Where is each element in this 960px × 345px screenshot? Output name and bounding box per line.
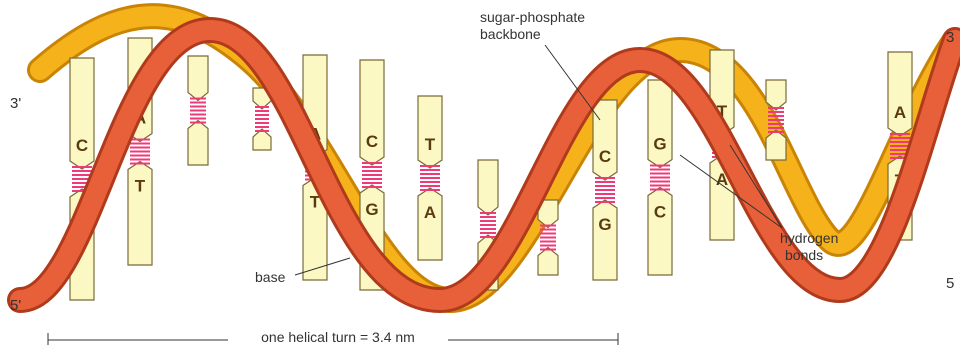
base-top: [593, 100, 617, 180]
base-top: [648, 80, 672, 168]
base-letter-bottom: T: [135, 177, 146, 196]
base-pair: [188, 56, 208, 165]
base-pair: GC: [648, 80, 672, 275]
base-letter-bottom: C: [654, 203, 666, 222]
base-top: [418, 96, 442, 168]
base-letter-top: C: [76, 136, 88, 155]
label-backbone: backbone: [480, 26, 541, 42]
base-letter-bottom: G: [365, 200, 378, 219]
base-pair: [538, 200, 558, 275]
end-label-left-top: 3': [10, 95, 21, 112]
base-letter-top: T: [425, 135, 436, 154]
base-letter-bottom: A: [424, 203, 436, 222]
base-bottom: [418, 188, 442, 260]
base-top: [888, 52, 912, 136]
base-letter-top: A: [894, 103, 906, 122]
base-letter-top: G: [653, 135, 666, 154]
base-letter-bottom: G: [598, 215, 611, 234]
scale-label: one helical turn = 3.4 nm: [261, 329, 415, 345]
base-pair: [766, 80, 786, 160]
base-bottom: [538, 248, 558, 276]
label-sugar-phosphate: sugar-phosphate: [480, 9, 585, 25]
label-bonds: bonds: [785, 247, 823, 263]
base-top: [188, 56, 208, 101]
end-label-right-bottom: 5: [946, 275, 954, 292]
base-pair: [253, 88, 271, 150]
base-pair: TA: [418, 96, 442, 260]
base-letter-top: C: [599, 147, 611, 166]
end-label-left-bottom: 5': [10, 297, 21, 314]
base-bottom: [253, 129, 271, 150]
label-base: base: [255, 269, 286, 285]
base-bottom: [593, 200, 617, 280]
end-label-right-top: 3: [946, 29, 954, 46]
base-bottom: [188, 121, 208, 166]
base-letter-top: C: [366, 132, 378, 151]
label-hydrogen: hydrogen: [780, 230, 838, 246]
base-bottom: [648, 188, 672, 276]
base-top: [478, 160, 498, 215]
base-pair: CG: [593, 100, 617, 280]
